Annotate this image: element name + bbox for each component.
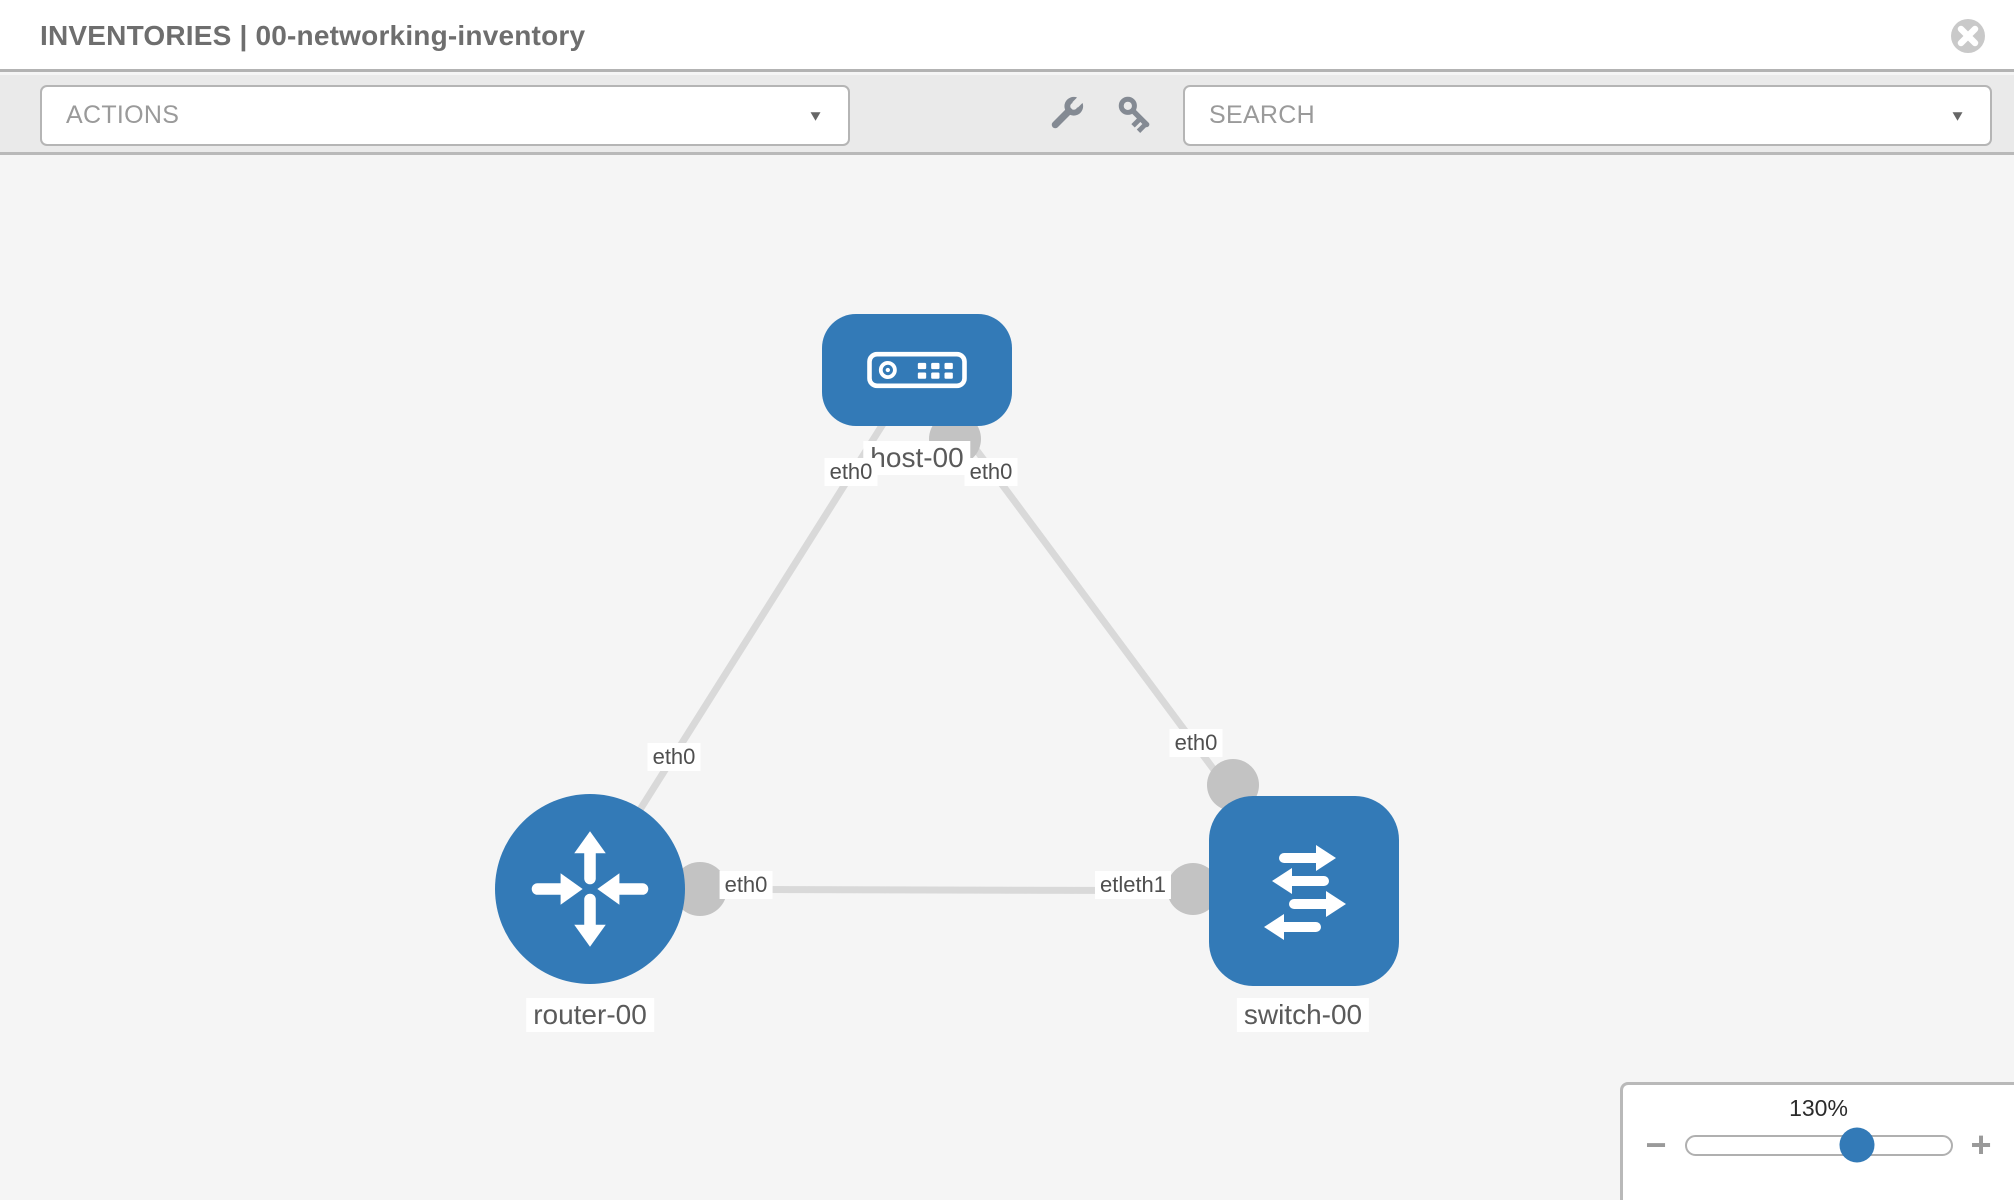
page-title: INVENTORIES | 00-networking-inventory bbox=[40, 20, 586, 51]
chevron-down-icon: ▼ bbox=[807, 107, 824, 124]
close-icon bbox=[1951, 19, 1985, 53]
node-label-host: host-00 bbox=[863, 441, 971, 475]
zoom-slider[interactable] bbox=[1684, 1127, 1953, 1163]
interface-label: eth0 bbox=[647, 743, 701, 771]
toolbar: ACTIONS ▼ bbox=[0, 75, 2014, 155]
chevron-down-icon: ▼ bbox=[1949, 107, 1966, 124]
topology-canvas[interactable]: host-00 router-00 switch-00 eth0 eth0 et… bbox=[0, 158, 2014, 1200]
router-icon bbox=[531, 831, 649, 947]
node-switch-00[interactable] bbox=[1209, 796, 1399, 986]
topology-links-layer bbox=[587, 367, 1307, 916]
interface-dot bbox=[673, 862, 727, 916]
node-label-switch: switch-00 bbox=[1236, 998, 1370, 1032]
interface-label: etleth1 bbox=[1094, 871, 1172, 899]
actions-dropdown-label: ACTIONS bbox=[66, 101, 180, 129]
interface-label: eth0 bbox=[719, 871, 773, 899]
search-dropdown-label: SEARCH bbox=[1209, 101, 1315, 129]
key-icon bbox=[1118, 96, 1150, 133]
node-host-00[interactable] bbox=[822, 314, 1012, 426]
zoom-in-button[interactable]: + bbox=[1970, 1124, 1992, 1165]
host-icon bbox=[867, 351, 967, 389]
header: INVENTORIES | 00-networking-inventory bbox=[0, 0, 2014, 72]
close-button[interactable] bbox=[1950, 18, 1986, 54]
zoom-out-button[interactable]: − bbox=[1645, 1124, 1667, 1165]
node-router-00[interactable] bbox=[495, 794, 685, 984]
zoom-slider-thumb[interactable] bbox=[1839, 1127, 1875, 1163]
switch-icon bbox=[1264, 845, 1346, 940]
link-host-router bbox=[587, 368, 920, 891]
credentials-key-button[interactable] bbox=[1112, 91, 1160, 139]
configure-tools-button[interactable] bbox=[1042, 91, 1090, 139]
interface-label: eth0 bbox=[964, 458, 1018, 486]
interface-dot bbox=[1167, 863, 1219, 915]
interface-label: eth0 bbox=[824, 458, 878, 486]
interface-label: eth0 bbox=[1169, 729, 1223, 757]
wrench-icon bbox=[1051, 93, 1086, 128]
zoom-level: 130% bbox=[1789, 1095, 1848, 1121]
actions-dropdown[interactable]: ACTIONS ▼ bbox=[40, 85, 850, 146]
search-dropdown[interactable]: SEARCH ▼ bbox=[1183, 85, 1992, 146]
node-label-router: router-00 bbox=[526, 998, 654, 1032]
zoom-control-panel: 130% − + bbox=[1620, 1082, 2014, 1200]
